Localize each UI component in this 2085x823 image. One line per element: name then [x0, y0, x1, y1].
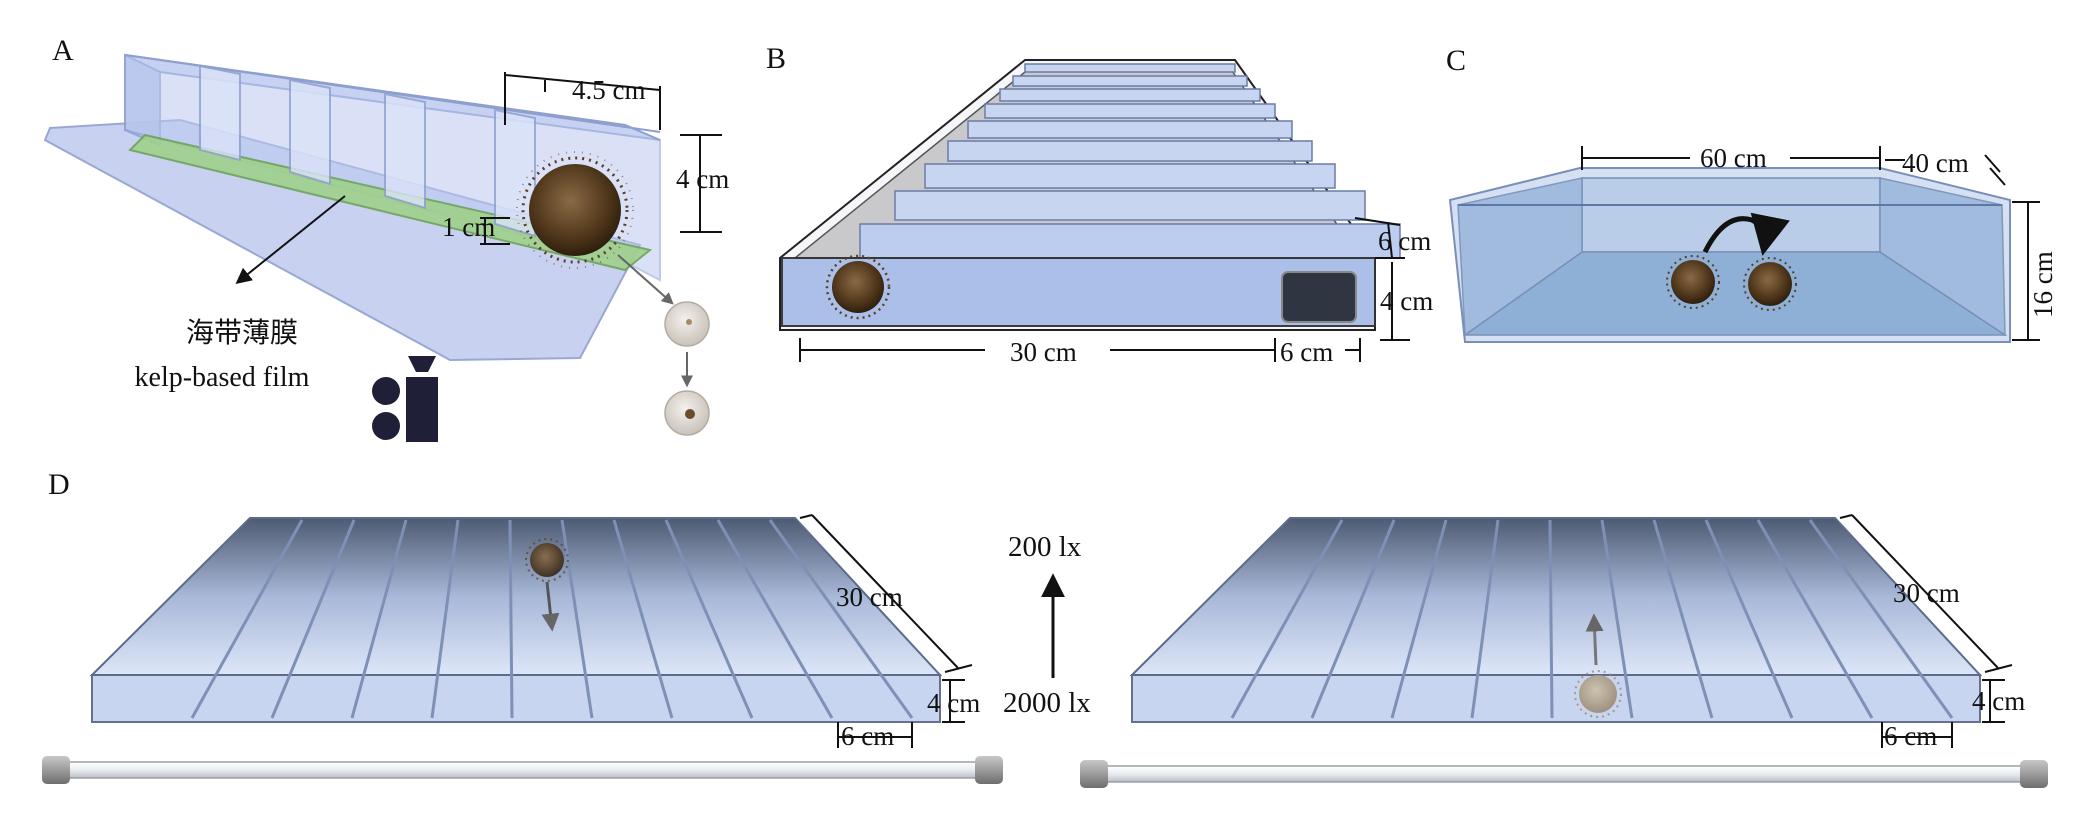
panel-c-dim-length — [1581, 146, 1881, 170]
panel-d-lux-scale: 200 lx 2000 lx — [1003, 531, 1091, 719]
panel-d-left-urchin-icon — [525, 538, 569, 582]
panel-a-film-label-en: kelp-based film — [135, 362, 310, 393]
panel-d-left-dim-depth-label: 30 cm — [836, 582, 903, 612]
panel-d-right-dim-width — [1881, 722, 1953, 748]
panel-d-left-dim-width-label: 6 cm — [841, 721, 894, 751]
panel-b-dim-height-label: 4 cm — [1380, 286, 1433, 316]
panel-c-urchin-left-icon — [1666, 255, 1720, 309]
panel-d-left-light-tube-icon — [42, 756, 1003, 784]
panel-b-dim-length — [799, 338, 1361, 362]
panel-a-dim-height-label: 4 cm — [676, 164, 729, 194]
panel-d-right-dim-depth-label: 30 cm — [1893, 578, 1960, 608]
panel-a-dim-film — [480, 217, 510, 245]
panel-b-dim-height — [1380, 262, 1410, 341]
panel-c-rotation-arrow-icon — [1702, 212, 1790, 256]
panel-a-letter: A — [52, 34, 74, 67]
panel-a-film-label-cn: 海带薄膜 — [186, 317, 298, 349]
panel-d-right-light-tube-icon — [1080, 760, 2048, 788]
panel-d-right-dim-height-label: 4 cm — [1972, 686, 2025, 716]
panel-d-left-move-arrow — [541, 581, 560, 632]
panel-c-dim-height-label: 16 cm — [2028, 251, 2058, 318]
panel-a-dish-before-icon — [664, 301, 710, 347]
panel-d: D — [42, 468, 2048, 788]
panel-d-lux-bottom-label: 2000 lx — [1003, 687, 1091, 719]
panel-d-letter: D — [48, 468, 70, 501]
panel-a-urchin-to-dish-arrow — [617, 254, 674, 305]
panel-a-kelp-film — [128, 133, 653, 272]
panel-c: C 60 cm 40 cm — [1446, 44, 2058, 343]
panel-a-film-callout-arrow — [235, 195, 346, 285]
panel-d-left-dim-height — [942, 679, 965, 723]
panel-d-left-dividers — [190, 519, 914, 719]
panel-c-dim-height — [2012, 201, 2040, 341]
panel-a-dividers — [199, 64, 536, 238]
panel-d-right-tray: 30 cm 4 cm 6 cm — [1080, 514, 2048, 788]
panel-d-right-dim-height — [1982, 679, 2005, 723]
panel-a-dim-width — [504, 72, 661, 130]
panel-d-left-tray: 30 cm 4 cm 6 cm — [42, 514, 1003, 784]
panel-a-dim-film-label: 1 cm — [442, 212, 495, 242]
panel-a-front-edge — [124, 54, 661, 133]
panel-b-urchin-icon — [825, 254, 891, 320]
panel-c-dim-width — [1885, 154, 2006, 186]
panel-d-left-dim-height-label: 4 cm — [927, 688, 980, 718]
panel-a: A — [43, 34, 729, 442]
panel-b-lanes — [859, 63, 1401, 259]
panel-c-urchin-right-icon — [1743, 257, 1797, 311]
panel-d-left-dim-depth — [799, 514, 973, 673]
panel-b-dim-depth-label: 6 cm — [1378, 226, 1431, 256]
panel-b: B 6 cm — [766, 42, 1433, 367]
panel-b-letter: B — [766, 42, 786, 75]
panel-a-logo-icon — [372, 356, 438, 442]
panel-a-dim-height — [680, 134, 722, 233]
panel-b-film-plate — [1281, 271, 1357, 323]
panel-c-dim-width-label: 40 cm — [1902, 148, 1969, 178]
panel-a-dim-width-label: 4.5 cm — [572, 75, 646, 105]
panel-d-right-move-arrow — [1585, 613, 1604, 666]
panel-d-left-tray-body — [89, 517, 943, 676]
panel-b-dim-depth — [1354, 217, 1405, 259]
panel-d-right-urchin-icon — [1574, 670, 1622, 718]
panel-c-letter: C — [1446, 44, 1466, 77]
panel-d-left-dim-width — [837, 722, 913, 748]
panel-c-tank-back — [1581, 177, 1881, 253]
panel-a-dish-after-icon — [664, 390, 710, 436]
panel-c-tank-left-wall — [1457, 177, 1583, 337]
panel-d-right-dim-width-label: 6 cm — [1884, 721, 1937, 751]
panel-b-dim-end-label: 6 cm — [1280, 337, 1333, 367]
panel-a-urchin-icon — [516, 151, 634, 269]
panel-c-dim-length-label: 60 cm — [1700, 143, 1767, 173]
panel-c-tank-right-wall — [1879, 177, 2006, 337]
panel-d-right-dividers — [1230, 519, 1954, 719]
panel-d-right-dim-depth — [1839, 514, 2013, 673]
panel-d-right-tray-body — [1129, 517, 1983, 676]
panel-d-right-tray-front — [1131, 674, 1981, 723]
panel-d-left-tray-front — [91, 674, 941, 723]
panel-d-lux-top-label: 200 lx — [1008, 531, 1082, 563]
panel-b-dim-length-label: 30 cm — [1010, 337, 1077, 367]
